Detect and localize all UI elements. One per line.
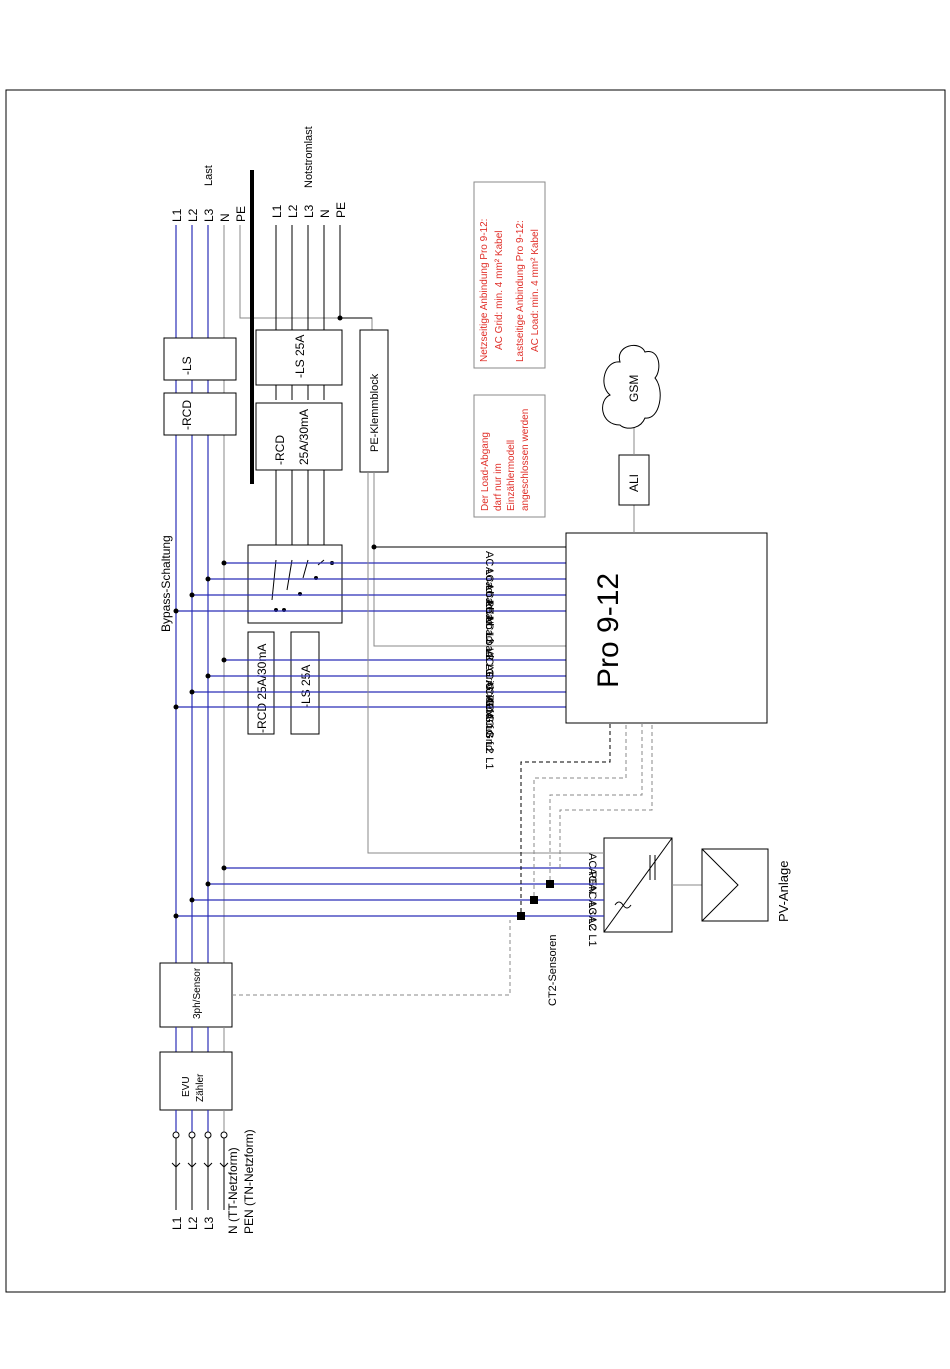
- ac-grid-l1: AC Grid: L1: [483, 712, 495, 769]
- notstrom-line-n: N: [318, 209, 332, 218]
- notstrom-title: Notstromlast: [303, 126, 315, 188]
- last-line-l2: L2: [186, 208, 200, 222]
- sensor-evu-wires: [175, 1027, 225, 1052]
- pv-symbol: [701, 848, 739, 922]
- notstrom-line-l1: L1: [270, 204, 284, 218]
- grid-input-n: N (TT-Netzform): [226, 1147, 240, 1234]
- ls-label: -LS: [180, 356, 194, 375]
- last-line-pe: PE: [234, 206, 248, 222]
- notstrom-line-l3: L3: [302, 204, 316, 218]
- ac-grid-l3: AC Grid: L3: [483, 680, 495, 737]
- pv-label: PV-Anlage: [776, 861, 791, 922]
- note-1-line-2: AC Grid: min. 4 mm² Kabel: [494, 231, 505, 350]
- rcd-top-box: [255, 402, 343, 471]
- note-2-line-2: darf nur im: [493, 463, 504, 511]
- evu-label-2: Zähler: [195, 1073, 206, 1102]
- ac-load-labels: AC Load: PE AC Load: N AC Load: L3 AC Lo…: [483, 551, 495, 676]
- note-1-line-4: AC Load: min. 4 mm² Kabel: [530, 229, 541, 352]
- ls25a-grid-box: [290, 631, 320, 735]
- ali-label: ALI: [627, 474, 641, 492]
- grid-input-wires: [171, 1110, 229, 1210]
- notstrom-line-l2: L2: [286, 204, 300, 218]
- ali-box: [618, 454, 650, 506]
- inverter-port-pe: AC PE: [586, 853, 598, 886]
- grid-input-l3: L3: [202, 1216, 216, 1230]
- sensor-box: [159, 962, 233, 1028]
- notstrom-line-pe: PE: [334, 202, 348, 218]
- rcd-label: -RCD: [180, 400, 194, 430]
- grid-input-pen: PEN (TN-Netzform): [242, 1129, 256, 1234]
- inverter-port-l2: AC L2: [586, 900, 598, 931]
- inverter-port-l3: AC L3: [586, 884, 598, 915]
- note-2-line-3: Einzählermodell: [506, 440, 517, 511]
- sensor-label: 3ph/Sensor: [192, 967, 203, 1019]
- bypass-label: Bypass-Schaltung: [159, 535, 173, 632]
- ct-label: CT2-Sensoren: [547, 934, 559, 1006]
- pe-klemmblock-box: [359, 329, 389, 473]
- ac-grid-n: AC Grid: N: [483, 664, 495, 717]
- notstrom-bus: [275, 225, 372, 548]
- last-line-n: N: [218, 213, 232, 222]
- ac-load-pe: AC Load: PE: [483, 551, 495, 615]
- grid-input-l1: L1: [170, 1216, 184, 1230]
- note-2-text: Der Load-Abgang darf nur im Einzählermod…: [480, 409, 531, 511]
- note-1-text: Netzseitige Anbindung Pro 9-12: AC Grid:…: [479, 219, 541, 362]
- evu-label-1: EVU: [181, 1076, 192, 1097]
- notstrom-line-labels: L1 L2 L3 N PE: [270, 202, 348, 218]
- last-title: Last: [203, 165, 215, 186]
- inverter-wires: [173, 472, 604, 919]
- note-1-line-3: Lastseitige Anbindung Pro 9-12:: [515, 220, 526, 362]
- note-1-line-1: Netzseitige Anbindung Pro 9-12:: [479, 219, 490, 362]
- grid-input-labels: L1 L2 L3 N (TT-Netzform) PEN (TN-Netzfor…: [170, 1129, 256, 1234]
- rcd-top-label-2: 25A/30mA: [297, 409, 311, 465]
- ls25a-top-box: [255, 329, 343, 386]
- ac-load-l1: AC Load: L1: [483, 615, 495, 676]
- page-frame: [5, 89, 946, 1293]
- bypass-switch-box: [247, 544, 343, 624]
- evu-box: [159, 1051, 233, 1111]
- grid-input-l2: L2: [186, 1216, 200, 1230]
- ls25a-top-label: -LS 25A: [293, 335, 307, 378]
- main-unit-box: [565, 532, 768, 724]
- gsm-cloud-icon: [602, 344, 661, 429]
- pv-box: [701, 848, 769, 922]
- ac-load-l3: AC Load: L3: [483, 583, 495, 644]
- note-2-box: [473, 394, 546, 518]
- inverter-port-n: AC N: [586, 868, 598, 894]
- ls25a-grid-label: -LS 25A: [299, 665, 313, 708]
- ct-sensors: [517, 723, 653, 920]
- rcd-top-label-1: -RCD: [273, 435, 287, 465]
- ac-grid-labels: AC Grid: PE AC Grid: N AC Grid: L3 AC Gr…: [483, 650, 495, 769]
- note-1-box: [473, 181, 546, 369]
- note-2-line-4: angeschlossen werden: [520, 409, 531, 511]
- inverter-port-l1: AC L1: [586, 916, 598, 947]
- inverter-port-labels: AC PE AC N AC L3 AC L2 AC L1: [586, 853, 598, 947]
- rcd-grid-label: -RCD 25A/30mA: [255, 644, 269, 733]
- rcd-box: [163, 392, 237, 436]
- note-2-line-1: Der Load-Abgang: [480, 432, 491, 511]
- last-line-labels: L1 L2 L3 N PE: [170, 206, 248, 222]
- ac-load-n: AC Load: N: [483, 567, 495, 624]
- main-unit-label: Pro 9-12: [592, 573, 625, 688]
- last-line-l3: L3: [202, 208, 216, 222]
- ac-load-wires: [173, 560, 566, 614]
- ls-box: [163, 337, 237, 381]
- ac-grid-pe: AC Grid: PE: [483, 650, 495, 710]
- last-line-l1: L1: [170, 208, 184, 222]
- pe-klemmblock-label: PE-Klemmblock: [369, 373, 381, 452]
- rcd-grid-box: [247, 631, 275, 735]
- ac-load-l2: AC Load: L2: [483, 599, 495, 660]
- ac-grid-wires: [173, 657, 566, 710]
- gsm-label: GSM: [627, 375, 641, 402]
- ac-grid-l2: AC Grid: L2: [483, 696, 495, 753]
